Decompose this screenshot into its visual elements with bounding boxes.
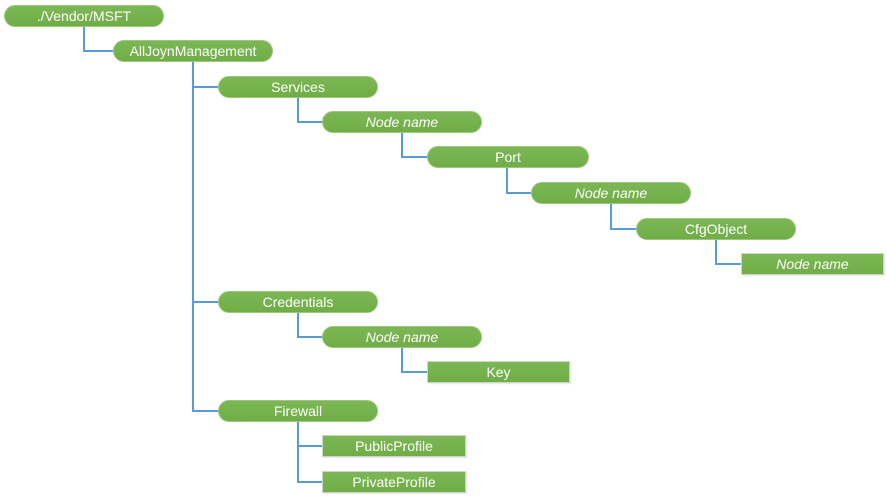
tree-node-public-profile: PublicProfile: [322, 435, 466, 457]
connector-alljoyn-to-firewall: [192, 410, 218, 412]
tree-node-services-node-name: Node name: [322, 111, 482, 133]
connector-firewall-to-private: [297, 481, 322, 483]
connector-firewall-down: [297, 422, 299, 483]
connector-alljoyn-to-services: [192, 86, 218, 88]
connector-credentialsnode-down: [401, 348, 403, 372]
tree-node-vendor-msft: ./Vendor/MSFT: [4, 5, 164, 27]
connector-firewall-to-public: [297, 445, 322, 447]
connector-port-down: [506, 168, 508, 193]
connector-cfgobject-to-node: [715, 263, 741, 265]
tree-node-cfg-object: CfgObject: [636, 218, 796, 240]
tree-node-firewall: Firewall: [218, 400, 378, 422]
connector-servicesnode-to-port: [401, 156, 427, 158]
tree-node-cfg-object-node-name: Node name: [741, 253, 884, 275]
tree-node-port-node-name: Node name: [531, 182, 691, 204]
tree-node-port: Port: [427, 146, 589, 168]
connector-portnode-down: [610, 204, 612, 229]
connector-services-to-node: [297, 121, 322, 123]
connector-vendor-to-alljoyn: [83, 50, 113, 52]
connector-credentials-down: [297, 313, 299, 337]
tree-node-alljoyn-management: AllJoynManagement: [113, 40, 273, 62]
connector-credentials-to-node: [297, 336, 322, 338]
tree-node-key: Key: [427, 361, 570, 383]
tree-node-credentials-node-name: Node name: [322, 326, 482, 348]
connector-alljoyn-to-credentials: [192, 301, 218, 303]
connector-portnode-to-cfgobject: [610, 228, 636, 230]
tree-node-private-profile: PrivateProfile: [322, 471, 466, 493]
connector-alljoyn-down: [192, 62, 194, 411]
connector-services-down: [297, 98, 299, 122]
tree-node-credentials: Credentials: [218, 291, 378, 313]
connector-credentialsnode-to-key: [401, 371, 427, 373]
connector-servicesnode-down: [401, 133, 403, 157]
tree-node-services: Services: [218, 76, 378, 98]
connector-port-to-node: [506, 192, 531, 194]
connector-cfgobject-down: [715, 240, 717, 264]
connector-vendor-down: [83, 27, 85, 51]
